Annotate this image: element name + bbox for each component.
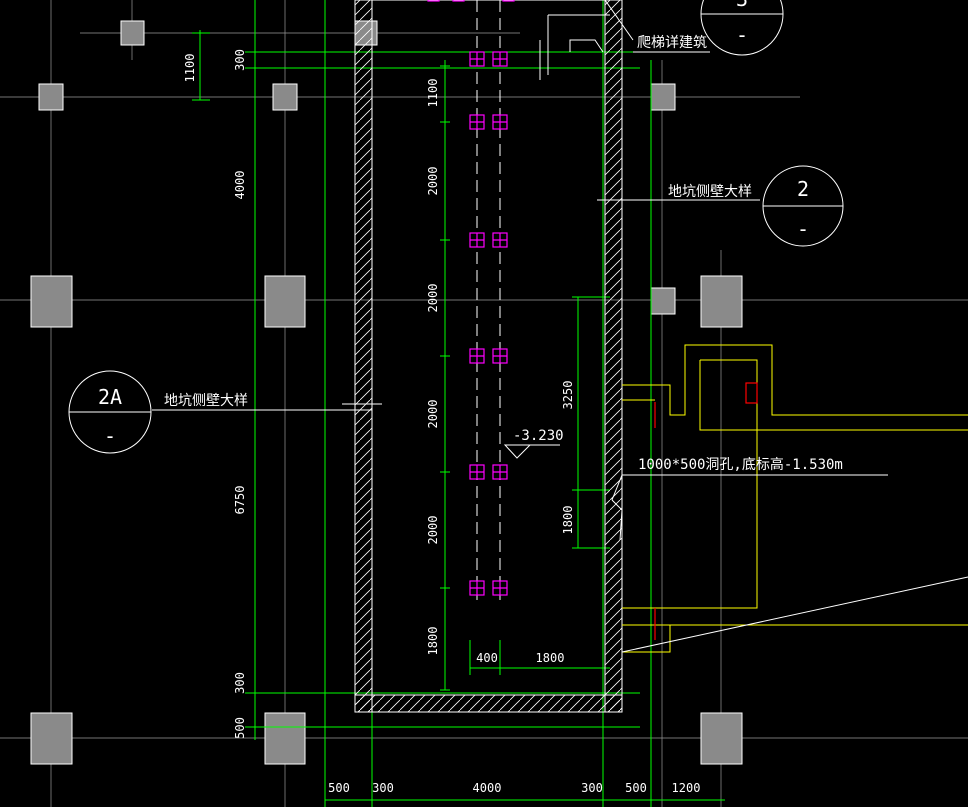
column <box>650 287 676 315</box>
anchor-row <box>427 0 515 2</box>
wall-left <box>354 0 373 713</box>
column <box>30 275 73 328</box>
rebar-spacing-dims: 1100 2000 2000 2000 2000 1800 <box>426 79 440 656</box>
wall-right <box>604 0 623 713</box>
detail-bubble-2: 2 - <box>762 165 844 247</box>
dim-label: 500 <box>625 781 647 795</box>
anchor-row <box>469 51 508 67</box>
right-dims: 3250 1800 <box>561 381 575 535</box>
dim-label: 4000 <box>233 171 247 200</box>
column <box>650 83 676 111</box>
dim-label: 1100 <box>183 54 197 83</box>
hole-marks <box>654 382 758 640</box>
dim-label: 1800 <box>426 627 440 656</box>
dim-label: 2000 <box>426 167 440 196</box>
bubble-number: 2A <box>98 385 122 409</box>
bubble-dash: - <box>797 217 809 241</box>
rebar-lines <box>476 0 501 600</box>
wall-bottom <box>354 694 623 713</box>
pit-wall-detail-left-label: 地坑侧壁大样 <box>164 393 248 409</box>
column <box>120 20 145 46</box>
dimension-lines <box>192 0 725 807</box>
dim-label: 3250 <box>561 381 575 410</box>
dim-label: 2000 <box>426 400 440 429</box>
pit-inner <box>371 0 606 696</box>
anchor-row <box>469 348 508 364</box>
anchor-row <box>469 114 508 130</box>
dim-label: 1100 <box>426 79 440 108</box>
anchor-row <box>469 464 508 480</box>
columns <box>30 20 743 765</box>
column <box>264 712 306 765</box>
rebar-anchors <box>427 0 515 596</box>
level-label: -3.230 <box>513 428 564 444</box>
inner-dims: 400 1800 <box>476 651 564 665</box>
anchor-row <box>469 580 508 596</box>
detail-bubble-2a: 2A - <box>68 370 152 454</box>
ladder-detail-label: 爬梯详建筑 <box>637 35 707 51</box>
dim-label: 1200 <box>672 781 701 795</box>
bottom-dims: 500 300 4000 300 500 1200 <box>328 781 700 795</box>
bubble-dash: - <box>104 424 116 448</box>
column <box>38 83 64 111</box>
left-dims: 1100 300 4000 6750 300 500 <box>183 49 247 739</box>
dim-label: 2000 <box>426 516 440 545</box>
detail-bubble-3: 3 - <box>700 0 784 56</box>
dim-label: 300 <box>233 672 247 694</box>
hole-note: 1000*500洞孔,底标高-1.530m <box>638 456 843 473</box>
anchor-row <box>469 232 508 248</box>
dim-label: 4000 <box>473 781 502 795</box>
dim-label: 300 <box>372 781 394 795</box>
dim-label: 1800 <box>536 651 565 665</box>
dim-label: 300 <box>581 781 603 795</box>
column <box>272 83 298 111</box>
bubble-dash: - <box>736 23 748 47</box>
bubble-number: 2 <box>797 177 809 201</box>
column <box>700 712 743 765</box>
leader-lines <box>152 0 968 653</box>
dim-label: 2000 <box>426 284 440 313</box>
dim-label: 1800 <box>561 506 575 535</box>
pit-wall-detail-right-label: 地坑侧壁大样 <box>668 184 752 200</box>
dim-label: 6750 <box>233 486 247 515</box>
column <box>264 275 306 328</box>
dim-label: 500 <box>233 717 247 739</box>
column <box>700 275 743 328</box>
column <box>30 712 73 765</box>
dim-label: 500 <box>328 781 350 795</box>
trench-outline <box>622 344 968 653</box>
pit-walls <box>354 0 623 713</box>
dim-label: 300 <box>233 49 247 71</box>
dim-label: 400 <box>476 651 498 665</box>
bubble-number: 3 <box>736 0 748 11</box>
